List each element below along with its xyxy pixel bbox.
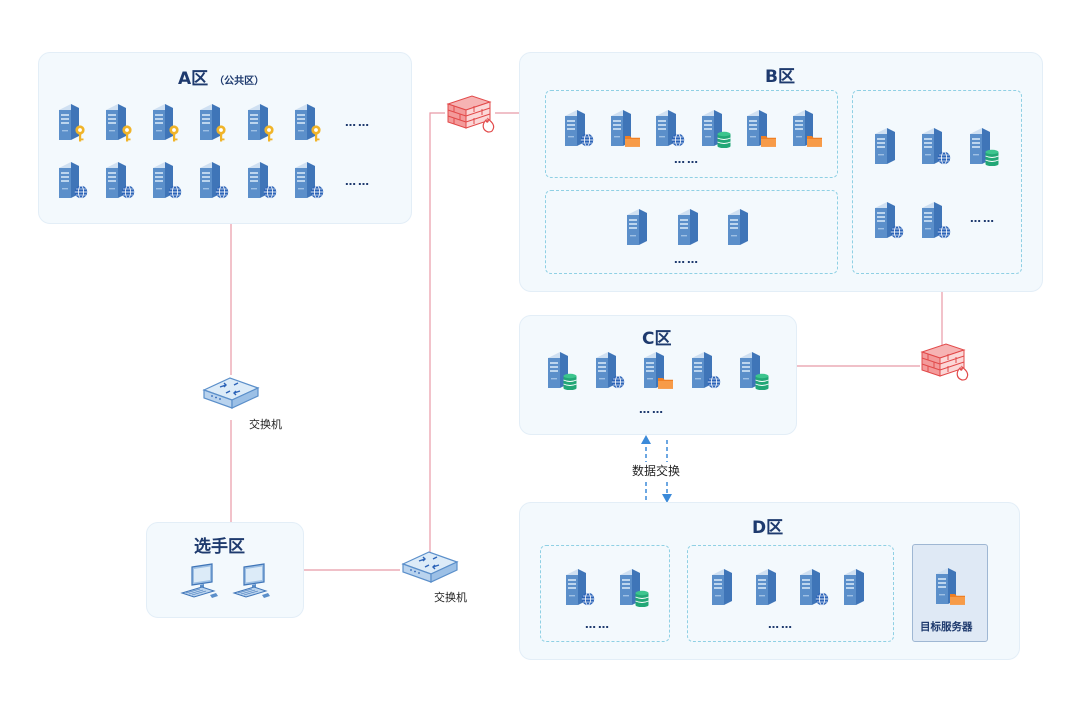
ellipsis: ……: [639, 403, 665, 416]
server-folder-icon: [640, 350, 676, 394]
server-folder-icon: [789, 108, 825, 152]
server-globe-icon: [918, 200, 954, 244]
firewall-icon: [444, 92, 498, 138]
ellipsis: ……: [970, 212, 996, 225]
switch-2-label: 交换机: [434, 591, 467, 604]
server-database-icon: [736, 350, 772, 394]
switch-icon: [399, 548, 461, 592]
server-database-icon: [616, 567, 652, 611]
server-icon: [674, 207, 710, 251]
server-globe-icon: [291, 160, 327, 204]
server-icon: [724, 207, 760, 251]
server-globe-icon: [652, 108, 688, 152]
server-globe-icon: [55, 160, 91, 204]
server-key-icon: [244, 102, 280, 146]
server-database-icon: [966, 126, 1002, 170]
server-globe-icon: [592, 350, 628, 394]
server-globe-icon: [196, 160, 232, 204]
ellipsis: ……: [345, 116, 371, 129]
server-globe-icon: [918, 126, 954, 170]
server-icon: [871, 126, 907, 170]
zone-b-group-1: [545, 90, 838, 178]
zone-a-title: A区（公共区）: [178, 69, 265, 89]
server-key-icon: [196, 102, 232, 146]
server-database-icon: [698, 108, 734, 152]
zone-d-group-1: [540, 545, 670, 642]
ellipsis: ……: [674, 153, 700, 166]
server-folder-icon: [607, 108, 643, 152]
zone-player: [146, 522, 304, 618]
server-database-icon: [544, 350, 580, 394]
server-globe-icon: [796, 567, 832, 611]
server-icon: [623, 207, 659, 251]
zone-c-title: C区: [642, 329, 672, 349]
ellipsis: ……: [585, 618, 611, 631]
zone-b: [519, 52, 1043, 292]
zone-a-subtitle: （公共区）: [214, 76, 265, 87]
target-server-label: 目标服务器: [920, 621, 973, 633]
server-key-icon: [149, 102, 185, 146]
server-folder-icon: [743, 108, 779, 152]
server-globe-icon: [688, 350, 724, 394]
switch-icon: [200, 374, 262, 418]
server-icon: [840, 567, 876, 611]
server-icon: [752, 567, 788, 611]
server-key-icon: [55, 102, 91, 146]
firewall-icon: [918, 340, 972, 386]
server-key-icon: [291, 102, 327, 146]
server-globe-icon: [561, 108, 597, 152]
zone-player-title: 选手区: [194, 537, 245, 557]
zone-d-group-2: [687, 545, 894, 642]
server-folder-icon: [932, 566, 968, 610]
zone-b-title: B区: [765, 67, 795, 87]
server-globe-icon: [244, 160, 280, 204]
ellipsis: ……: [345, 175, 371, 188]
ellipsis: ……: [768, 618, 794, 631]
zone-b-group-2: [545, 190, 838, 274]
monitor-icon: [232, 563, 274, 605]
switch-1-label: 交换机: [249, 418, 282, 431]
zone-d-title: D区: [752, 518, 784, 538]
server-globe-icon: [562, 567, 598, 611]
data-exchange-label: 数据交换: [630, 462, 683, 479]
server-key-icon: [102, 102, 138, 146]
server-globe-icon: [149, 160, 185, 204]
monitor-icon: [180, 563, 222, 605]
server-icon: [708, 567, 744, 611]
server-globe-icon: [102, 160, 138, 204]
ellipsis: ……: [674, 253, 700, 266]
zone-b-group-3: [852, 90, 1022, 274]
server-globe-icon: [871, 200, 907, 244]
